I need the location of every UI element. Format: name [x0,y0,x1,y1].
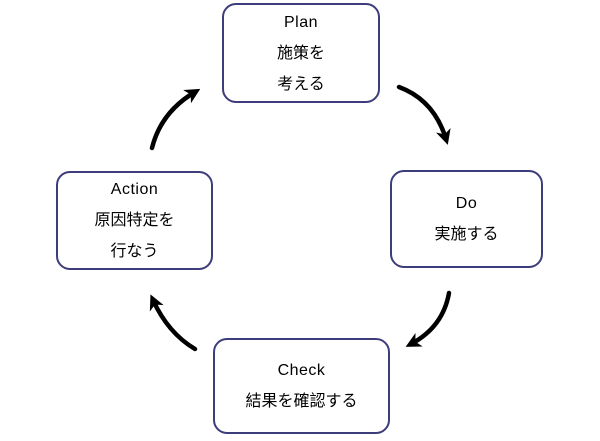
node-action-text-1: 原因特定を [94,212,175,229]
node-action: Action 原因特定を 行なう [56,171,213,270]
node-plan: Plan 施策を 考える [222,3,380,103]
node-action-label: Action [110,181,159,198]
node-do: Do 実施する [390,170,543,268]
node-check-label: Check [277,362,326,379]
arrow-plan-to-do [396,84,451,145]
node-action-text-2: 行なう [110,243,159,260]
node-do-label: Do [455,195,478,212]
node-plan-label: Plan [283,13,319,31]
arrow-action-to-plan [149,88,201,151]
node-plan-text-1: 施策を [276,44,325,62]
arrow-do-to-check [405,290,452,347]
node-plan-text-2: 考える [277,75,325,93]
node-check: Check 結果を確認する [213,338,390,434]
node-check-text-1: 結果を確認する [245,393,358,410]
node-do-text-1: 実施する [434,226,499,243]
arrow-check-to-action [149,294,198,352]
